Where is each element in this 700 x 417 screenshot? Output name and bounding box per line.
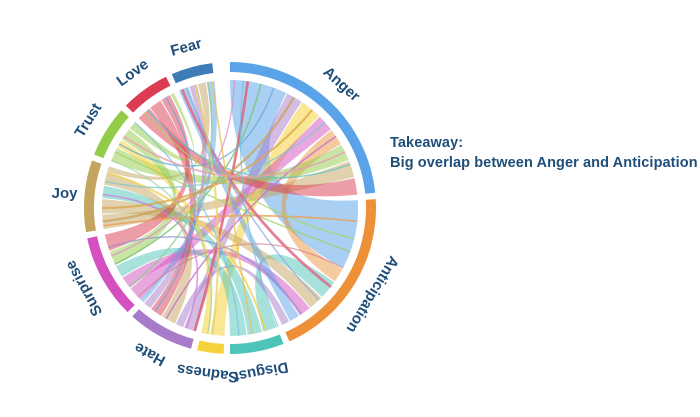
chord-arc-disgust[interactable]	[230, 334, 284, 354]
chord-thin-link[interactable]	[239, 80, 279, 327]
arc-label-joy: Joy	[52, 185, 79, 202]
chord-thin-link[interactable]	[104, 121, 326, 189]
takeaway-annotation: Takeaway: Big overlap between Anger and …	[390, 133, 698, 173]
chord-thin-link[interactable]	[111, 80, 236, 257]
chord-thin-link[interactable]	[143, 112, 355, 240]
arc-label-hate: Hate	[132, 339, 169, 370]
chord-thin-link[interactable]	[101, 109, 314, 209]
chord-thin-link[interactable]	[134, 121, 240, 336]
arcs-layer	[84, 62, 377, 354]
chord-ribbon[interactable]	[115, 247, 247, 336]
arc-label-trust: Trust	[72, 100, 106, 140]
chord-arc-love[interactable]	[125, 76, 171, 113]
chord-ribbon[interactable]	[109, 129, 177, 266]
chord-arc-sadness[interactable]	[197, 340, 225, 354]
chord-arc-fear[interactable]	[171, 63, 214, 84]
chord-ribbon[interactable]	[110, 144, 349, 185]
chord-ribbon[interactable]	[107, 82, 210, 180]
arc-label-anticipation: Anticipation	[343, 253, 402, 336]
chord-thin-link[interactable]	[123, 135, 346, 178]
chord-thin-link[interactable]	[147, 109, 351, 179]
chord-thin-link[interactable]	[185, 87, 320, 301]
arc-label-love: Love	[114, 56, 152, 90]
chord-ribbon[interactable]	[209, 102, 319, 336]
chord-thin-link[interactable]	[211, 81, 254, 335]
arc-label-fear: Fear	[169, 35, 204, 60]
chord-thin-link[interactable]	[102, 193, 199, 329]
chord-ribbon[interactable]	[175, 265, 290, 328]
chord-arc-anger[interactable]	[230, 62, 376, 194]
chord-arc-hate[interactable]	[132, 309, 194, 349]
chord-thin-link[interactable]	[180, 88, 332, 288]
takeaway-body: Big overlap between Anger and Anticipati…	[390, 155, 698, 171]
chord-ribbon[interactable]	[129, 92, 195, 161]
chord-thin-link[interactable]	[106, 171, 267, 332]
chord-thin-link[interactable]	[118, 87, 275, 167]
chord-thin-link[interactable]	[165, 135, 337, 320]
chord-thin-link[interactable]	[103, 214, 358, 227]
chord-ribbon[interactable]	[104, 94, 190, 251]
chord-ribbon[interactable]	[102, 185, 263, 335]
chord-thin-link[interactable]	[193, 81, 250, 332]
chord-thin-link[interactable]	[137, 243, 344, 298]
chord-thin-link[interactable]	[111, 159, 212, 335]
chord-arc-trust[interactable]	[94, 110, 129, 159]
arc-label-disgust: Disgust	[232, 358, 289, 385]
chord-arc-surprise[interactable]	[87, 236, 135, 313]
arc-label-sadness: Sadness	[176, 360, 239, 385]
chord-ribbon[interactable]	[102, 199, 322, 308]
chord-arc-anticipation[interactable]	[285, 199, 377, 342]
chord-ribbon[interactable]	[230, 80, 358, 269]
thin-links-layer	[101, 80, 358, 336]
chord-arc-joy[interactable]	[84, 160, 102, 233]
chord-thin-link[interactable]	[114, 83, 262, 265]
chord-thin-link[interactable]	[128, 81, 213, 288]
chord-thin-link[interactable]	[193, 84, 220, 335]
chord-thin-link[interactable]	[102, 96, 295, 223]
takeaway-title: Takeaway:	[390, 135, 464, 151]
